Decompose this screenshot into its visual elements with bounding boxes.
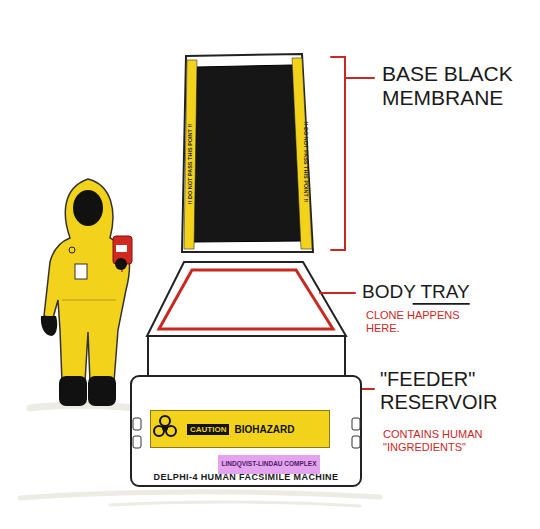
biohazard-symbol — [154, 416, 176, 436]
hazmat-figure — [41, 179, 132, 406]
label-slot: BASE BLACK MEMBRANE — [382, 62, 532, 110]
drawing-part — [292, 58, 312, 249]
drawing-part — [159, 270, 333, 329]
drawing-part — [115, 258, 127, 270]
drawing-part — [320, 292, 355, 294]
drawing-part — [62, 299, 116, 300]
drawing-part — [75, 264, 87, 279]
membrane-frame — [182, 54, 313, 252]
label-slot: CLONE HAPPENS HERE. — [366, 309, 466, 336]
drawing-part — [166, 426, 176, 436]
node-text: LINDQVIST-LINDAU COMPLEX — [222, 460, 317, 467]
node-text: CAUTION — [187, 424, 229, 435]
part-label: BASE BLACK MEMBRANE — [382, 62, 532, 110]
caution-label: CAUTION BIOHAZARD — [150, 410, 330, 448]
drawing-part — [59, 376, 87, 406]
drawing-part — [20, 492, 380, 498]
drawing-part — [148, 336, 345, 378]
drawing-part — [194, 65, 301, 242]
drawing-part — [73, 190, 103, 226]
drawing-part — [133, 436, 141, 448]
drawing-part — [345, 77, 374, 79]
reservoir-box: DELPHI-4 HUMAN FACSIMILE MACHINECAUTIONB… — [130, 375, 362, 487]
node-text: BIOHAZARD — [234, 424, 294, 435]
drawing-part — [163, 426, 167, 430]
note-label: CLONE HAPPENS HERE. — [366, 309, 466, 334]
drawing-part — [69, 247, 75, 253]
drawing-part — [147, 262, 346, 336]
drawing-part — [133, 418, 141, 430]
drawing-part — [41, 316, 57, 336]
drawing-part — [182, 54, 313, 252]
note-label: CONTAINS HUMAN "INGREDIENTS" — [383, 428, 501, 453]
part-label: BODY TRAY — [362, 281, 470, 303]
reservoir-latches — [133, 418, 360, 448]
drawing-part — [160, 416, 170, 426]
drawing-part — [184, 60, 197, 249]
label-slot: CONTAINS HUMAN "INGREDIENTS" — [383, 428, 501, 455]
body-tray — [147, 262, 346, 378]
drawing-part — [352, 418, 360, 430]
tape-text: !! DO NOT PASS THIS POINT !! — [303, 122, 309, 202]
label-slot: "FEEDER" RESERVOIR — [380, 368, 530, 414]
underline — [413, 303, 470, 305]
drawing-part — [110, 502, 360, 506]
label-slot: BODY TRAY — [362, 281, 470, 303]
drawing-part — [154, 426, 164, 436]
tape-text: !! DO NOT PASS THIS POINT !! — [187, 124, 193, 204]
complex-label: LINDQVIST-LINDAU COMPLEX — [218, 455, 320, 474]
drawing-part — [88, 376, 116, 406]
drawing-part — [352, 436, 360, 448]
drawing-part — [44, 179, 130, 382]
drawing-part — [116, 245, 127, 252]
drawing-part — [331, 57, 345, 250]
part-label: "FEEDER" RESERVOIR — [380, 368, 530, 414]
